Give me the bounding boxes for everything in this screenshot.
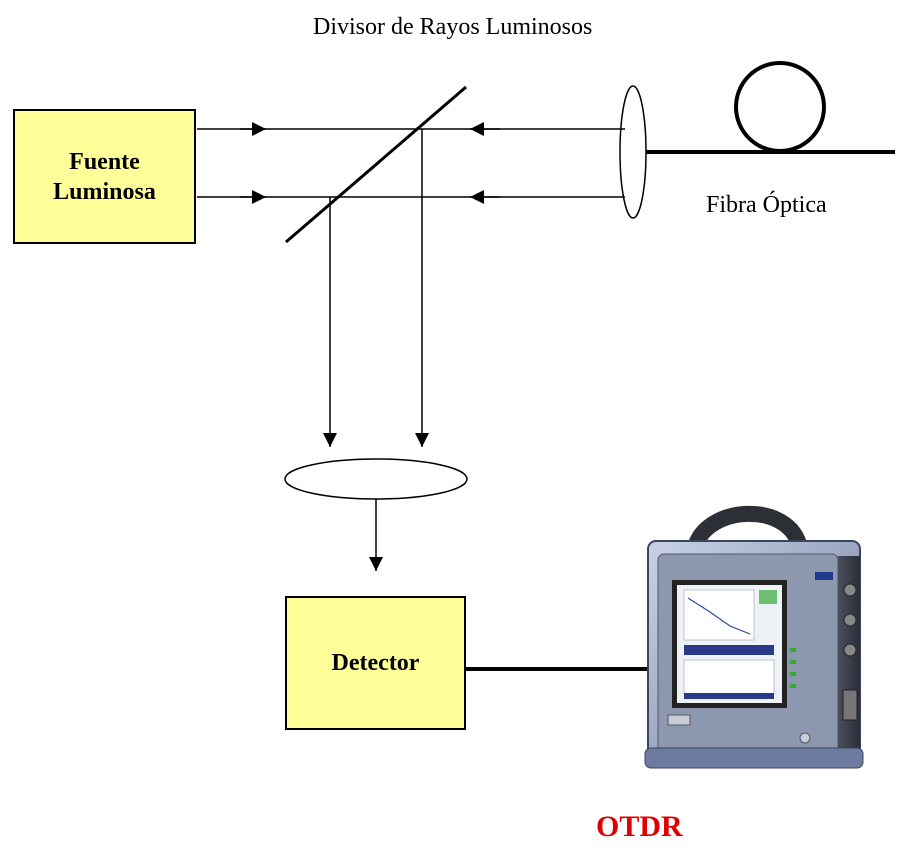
fiber-label: Fibra Óptica — [706, 192, 827, 218]
fiber-loop — [734, 61, 826, 153]
detector-box: Detector — [285, 596, 466, 730]
detector-label: Detector — [331, 650, 420, 676]
light-source-label-line2: Luminosa — [53, 178, 156, 205]
light-source-box: Fuente Luminosa — [13, 109, 196, 244]
otdr-label: OTDR — [596, 810, 683, 843]
fiber-coupling-lens — [619, 85, 647, 219]
light-source-label-line1: Fuente — [69, 148, 140, 175]
detector-lens — [284, 458, 468, 500]
beam-splitter-label: Divisor de Rayos Luminosos — [313, 14, 593, 40]
otdr-device-icon — [644, 505, 864, 769]
beam-splitter-mirror — [285, 85, 467, 244]
